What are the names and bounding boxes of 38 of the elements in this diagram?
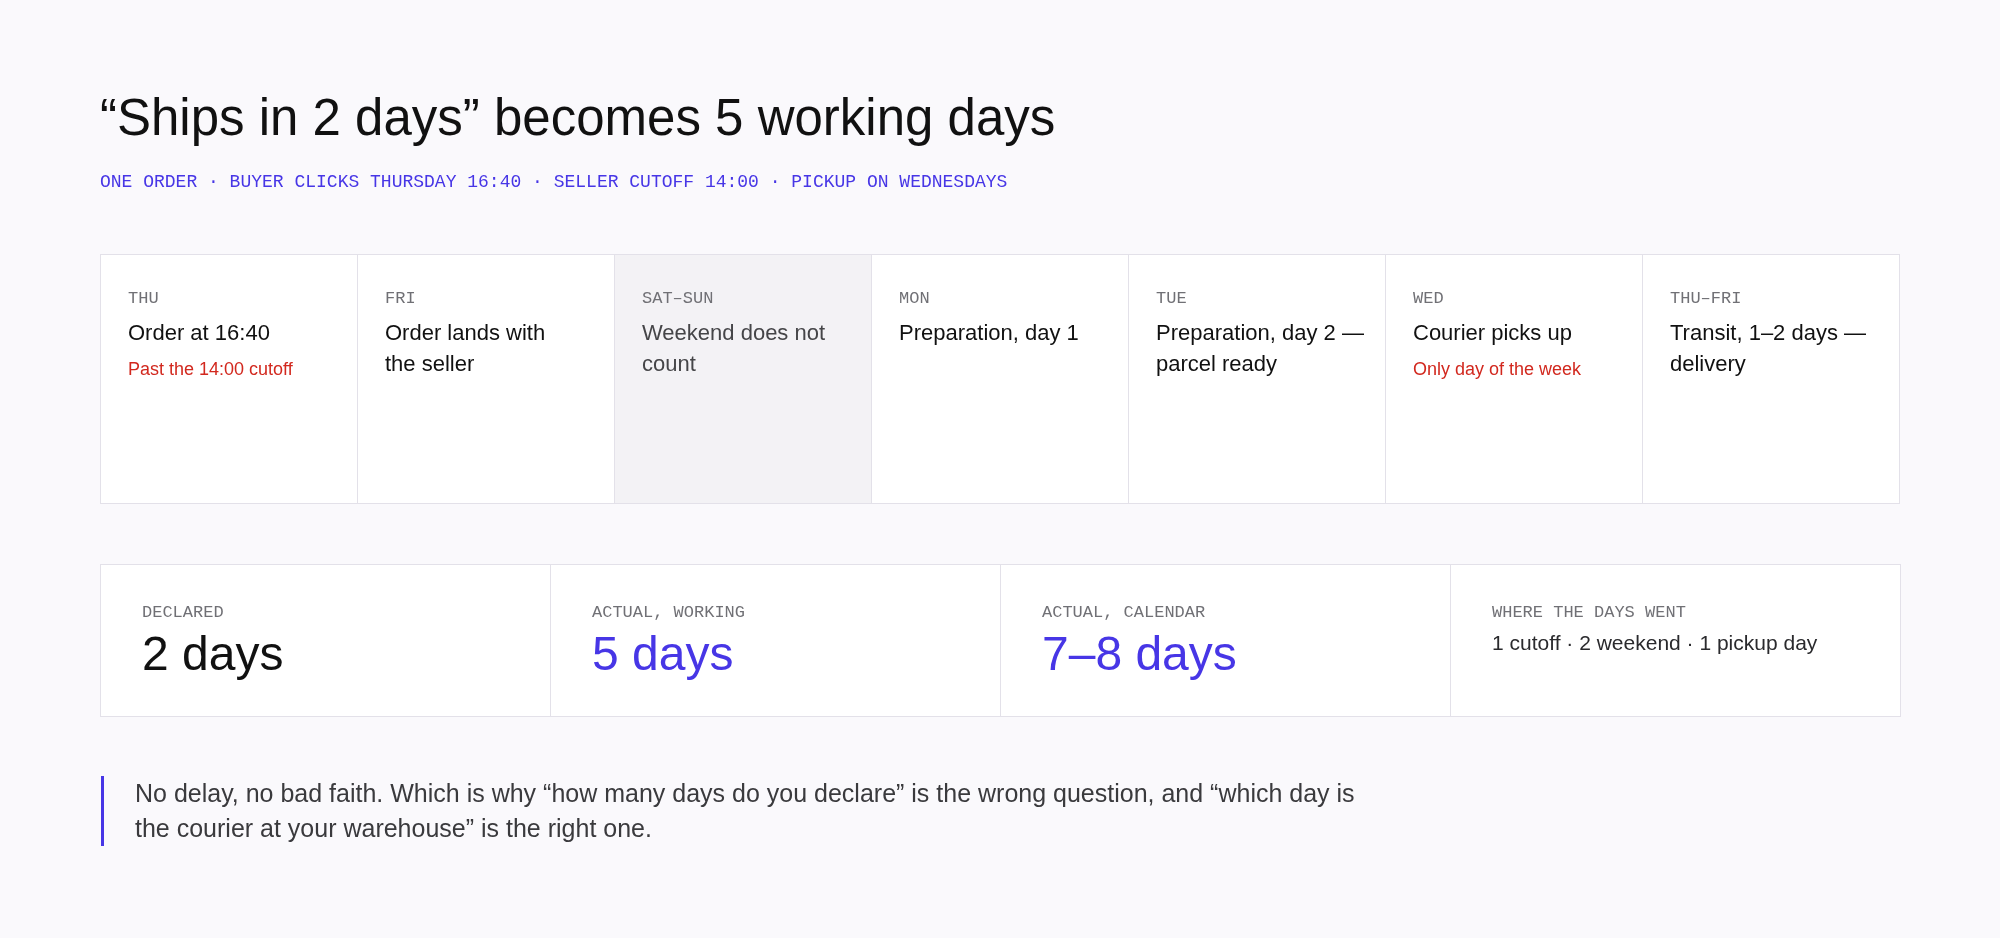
day-panel — [1642, 254, 1900, 504]
stat-panel — [100, 564, 551, 717]
event-text: Order at 16:40 — [128, 319, 270, 347]
day-panel — [357, 254, 615, 504]
stat-panel — [550, 564, 1001, 717]
day-panel — [871, 254, 1129, 504]
stat-label: WHERE THE DAYS WENT — [1492, 603, 1686, 623]
day-label: WED — [1413, 289, 1444, 309]
event-text: Transit, 1–2 days — delivery — [1670, 319, 1868, 378]
stat-value: 7–8 days — [1042, 627, 1237, 681]
stat-label: ACTUAL, CALENDAR — [1042, 603, 1206, 623]
day-label: THU–FRI — [1670, 289, 1742, 309]
stat-value: 2 days — [142, 627, 284, 681]
day-panel — [1385, 254, 1643, 504]
stat-panel — [1000, 564, 1451, 717]
day-panel — [100, 254, 358, 504]
day-panel — [1128, 254, 1386, 504]
pull-quote: No delay, no bad faith. Which is why “how many days do you declare” is the wrong question, and “which day is the courier at your warehouse” is the right one. — [101, 776, 1363, 846]
day-label: SAT–SUN — [642, 289, 714, 309]
stat-value: 5 days — [592, 627, 734, 681]
stat-value: 1 cutoff · 2 weekend · 1 pickup day — [1492, 630, 1818, 656]
day-label: THU — [128, 289, 159, 309]
day-label: TUE — [1156, 289, 1187, 309]
event-text: Weekend does not count — [642, 319, 827, 378]
stat-panel — [1450, 564, 1901, 717]
event-text: Order lands with the seller — [385, 319, 547, 378]
warning-note: Past the 14:00 cutoff — [128, 358, 293, 381]
day-label: MON — [899, 289, 930, 309]
stat-label: ACTUAL, WORKING — [592, 603, 746, 623]
event-text: Preparation, day 2 — parcel ready — [1156, 319, 1365, 378]
event-text: Courier picks up — [1413, 319, 1572, 347]
warning-note: Only day of the week — [1413, 358, 1582, 381]
title: “Ships in 2 days” becomes 5 working days — [100, 88, 1056, 148]
day-label: FRI — [385, 289, 416, 309]
event-text: Preparation, day 1 — [899, 319, 1079, 347]
stat-label: DECLARED — [142, 603, 224, 623]
subtitle: ONE ORDER · BUYER CLICKS THURSDAY 16:40 · SELLER CUTOFF 14:00 · PICKUP ON WEDNESDAYS — [100, 171, 1008, 193]
day-panel — [614, 254, 872, 504]
